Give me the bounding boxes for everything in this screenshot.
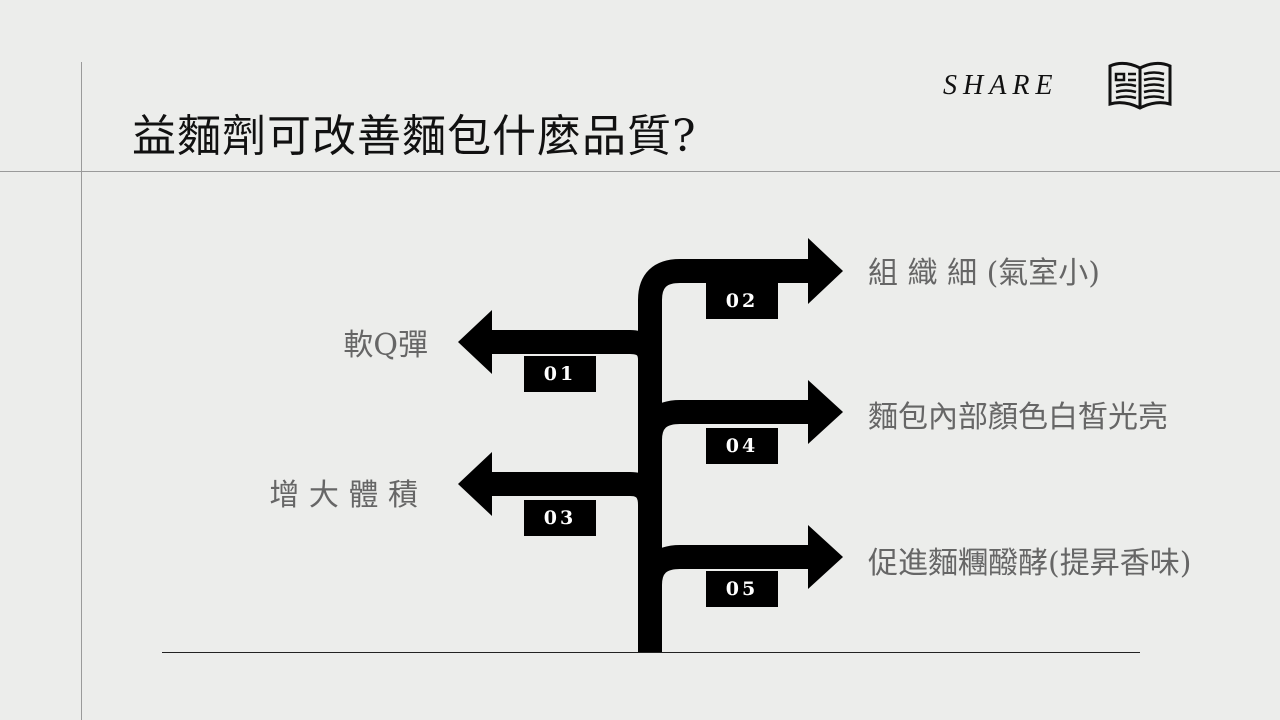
number-badge-02: 02 <box>706 283 778 319</box>
number-badge-01: 01 <box>524 356 596 392</box>
arrow-head-01 <box>458 310 492 374</box>
arrow-head-04 <box>808 380 843 444</box>
label-01: 軟Q彈 <box>343 328 428 363</box>
arrow-head-03 <box>458 452 492 516</box>
number-badge-04: 04 <box>706 428 778 464</box>
arrow-head-02 <box>808 238 843 304</box>
book-icon <box>1108 61 1172 110</box>
horizontal-divider <box>0 171 1280 172</box>
vertical-divider <box>81 62 82 720</box>
baseline <box>162 652 1140 653</box>
arrow-head-05 <box>808 525 843 589</box>
trunk <box>488 259 812 652</box>
label-03: 增 大 體 積 <box>269 478 418 513</box>
label-05: 促進麵糰醱酵(提昇香味) <box>868 546 1192 581</box>
share-label: SHARE <box>943 70 1059 101</box>
number-badge-03: 03 <box>524 500 596 536</box>
label-02: 組 織 細 (氣室小) <box>868 256 1101 291</box>
number-badge-05: 05 <box>706 571 778 607</box>
slide-title: 益麵劑可改善麵包什麼品質? <box>132 111 697 162</box>
label-04: 麵包內部顏色白皙光亮 <box>868 400 1168 435</box>
